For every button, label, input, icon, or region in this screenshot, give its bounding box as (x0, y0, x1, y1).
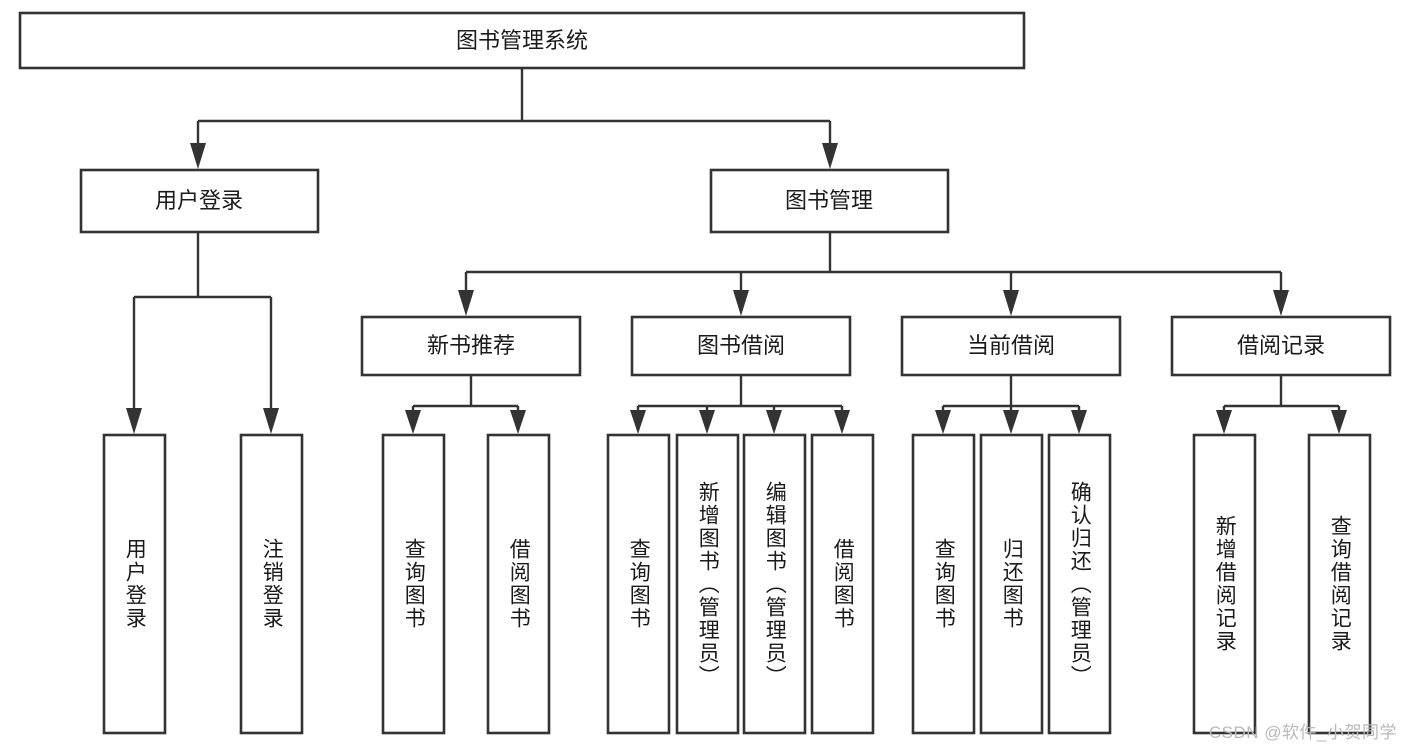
arrow-head-leaf-query-book-3 (935, 410, 951, 434)
node-label-current-borrow: 当前借阅 (967, 333, 1055, 358)
arrow-head-leaf-query-book-2 (630, 410, 646, 434)
arrow-head-leaf-user-login (126, 408, 142, 434)
node-box-leaf-add-record[interactable] (1192, 433, 1257, 735)
node-box-leaf-borrow-book-2[interactable] (810, 433, 875, 735)
node-box-leaf-query-book-2[interactable] (606, 433, 671, 735)
arrow-head-leaf-add-record (1216, 410, 1232, 434)
arrow-head-leaf-edit-book (766, 410, 782, 434)
node-box-new-book-recommend[interactable] (360, 315, 582, 377)
arrow-head-leaf-return-book (1003, 410, 1019, 434)
node-label-new-book-recommend: 新书推荐 (427, 333, 515, 358)
node-label-user-login: 用户登录 (155, 188, 243, 213)
arrow-head-leaf-query-record (1331, 410, 1347, 434)
node-box-leaf-query-book-1[interactable] (381, 433, 446, 735)
node-box-borrow-record[interactable] (1170, 315, 1392, 377)
arrow-head-user-login (190, 143, 206, 169)
node-box-leaf-edit-book[interactable] (742, 433, 807, 735)
node-box-leaf-user-login[interactable] (102, 433, 167, 735)
arrow-head-leaf-query-book-1 (405, 410, 421, 434)
node-box-user-login[interactable] (79, 168, 320, 234)
arrow-head-leaf-confirm-return (1071, 410, 1087, 434)
node-box-current-borrow[interactable] (900, 315, 1122, 377)
node-box-book-borrow[interactable] (630, 315, 852, 377)
node-box-leaf-borrow-book-1[interactable] (486, 433, 551, 735)
node-box-leaf-return-book[interactable] (979, 433, 1044, 735)
node-box-book-manage[interactable] (709, 168, 950, 234)
node-label-book-borrow: 图书借阅 (697, 333, 785, 358)
connector-group-root (190, 68, 838, 169)
connector-group-user-login (126, 232, 279, 434)
arrow-head-leaf-borrow-book-1 (510, 410, 526, 434)
node-label-borrow-record: 借阅记录 (1237, 333, 1325, 358)
arrow-head-bookborrow (733, 290, 749, 316)
connector-group-book-borrow (630, 375, 850, 434)
arrow-head-leaf-add-book (699, 410, 715, 434)
node-box-leaf-query-book-3[interactable] (911, 433, 976, 735)
connector-group-borrow-record (1216, 375, 1347, 434)
node-box-leaf-logout[interactable] (239, 433, 304, 735)
arrow-head-leaf-logout (263, 408, 279, 434)
node-label-root: 图书管理系统 (456, 28, 588, 53)
arrow-head-leaf-borrow-book-2 (834, 410, 850, 434)
node-box-root[interactable] (18, 11, 1026, 70)
connector-group-new-book-recommend (405, 375, 526, 434)
node-box-leaf-query-record[interactable] (1307, 433, 1372, 735)
node-box-leaf-confirm-return[interactable] (1047, 433, 1112, 735)
arrow-head-book-manage (822, 143, 838, 169)
arrow-head-borrowrecord (1273, 290, 1289, 316)
node-label-book-manage: 图书管理 (785, 188, 873, 213)
watermark-text: CSDN @软件_小贺同学 (1208, 723, 1397, 742)
arrow-head-newbook (458, 290, 474, 316)
connector-group-book-manage (458, 232, 1289, 316)
node-box-leaf-add-book[interactable] (675, 433, 740, 735)
arrow-head-currentborrow (1003, 290, 1019, 316)
connector-group-current-borrow (935, 375, 1087, 434)
